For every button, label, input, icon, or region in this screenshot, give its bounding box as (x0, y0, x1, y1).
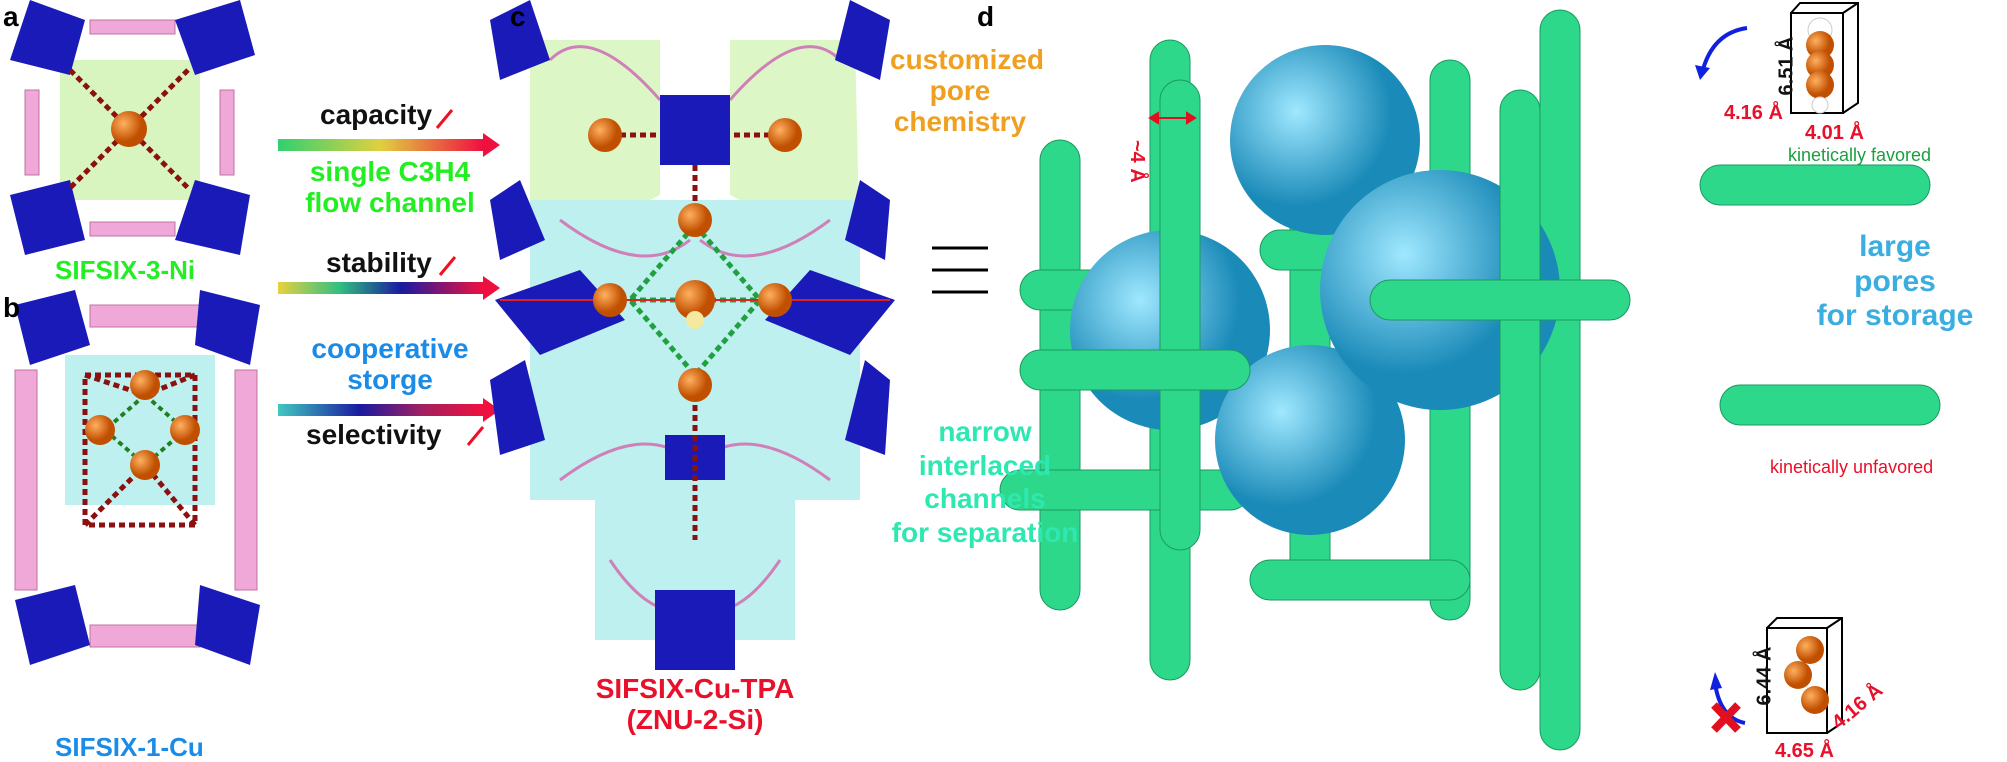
stability-label: stability (326, 247, 432, 278)
narrow-line1: narrow (938, 416, 1032, 447)
panel-c-structure (490, 0, 895, 670)
selectivity-label: selectivity (306, 419, 442, 450)
unfavored-width: 4.65 Å (1775, 740, 1834, 762)
large-pores-line1: large (1859, 230, 1931, 263)
flow-channel-line1: single C3H4 (309, 156, 471, 187)
title-line2: (ZNU-2-Si) (626, 703, 764, 735)
flow-channel-line2: flow channel (305, 186, 475, 218)
customized-line1: customized (890, 44, 1045, 75)
equivalence-lines (932, 246, 988, 294)
favored-depth: 4.16 Å (1724, 102, 1783, 124)
large-pores-line3: for storage (1816, 299, 1974, 332)
narrow-line4: for separation (891, 516, 1079, 548)
large-pores-line2: pores (1854, 264, 1936, 298)
panel-label-d: d (977, 1, 995, 32)
sifsix-cu-tpa-title: SIFSIX-Cu-TPA(ZNU-2-Si) (530, 673, 860, 736)
arrows (278, 109, 500, 446)
panel-d-structure (999, 2, 1941, 751)
customized-line2: pore (929, 74, 991, 106)
sifsix-3-ni-title: SIFSIX-3-Ni (55, 255, 196, 285)
kinetically-unfavored-label: kinetically unfavored (1770, 457, 1934, 477)
kinetically-favored-label: kinetically favored (1788, 145, 1932, 165)
panel-label-c: c (510, 1, 526, 32)
narrow-line3: channels (924, 483, 1046, 515)
favored-width: 4.01 Å (1805, 122, 1864, 144)
stability-arrow (278, 282, 483, 294)
narrow-line2: interlaced (918, 449, 1052, 481)
favored-height: 6.51 Å (1775, 36, 1798, 96)
unfavored-height: 6.44 Å (1753, 646, 1776, 706)
panel-b-structure (14, 290, 260, 665)
capacity-label: capacity (320, 99, 433, 130)
sifsix-1-cu-title: SIFSIX-1-Cu (55, 732, 204, 762)
panel-label-b: b (3, 292, 21, 323)
selectivity-arrow (278, 404, 483, 416)
panel-label-a: a (3, 1, 19, 32)
title-line1: SIFSIX-Cu-TPA (595, 673, 795, 704)
capacity-arrow (278, 139, 483, 151)
panel-a-structure (10, 0, 255, 255)
cooperative-line2: storge (347, 363, 433, 395)
cooperative-line1: cooperative (311, 333, 469, 364)
pore-width-label: ~4 Å (1126, 140, 1148, 183)
customized-line3: chemistry (893, 105, 1027, 137)
